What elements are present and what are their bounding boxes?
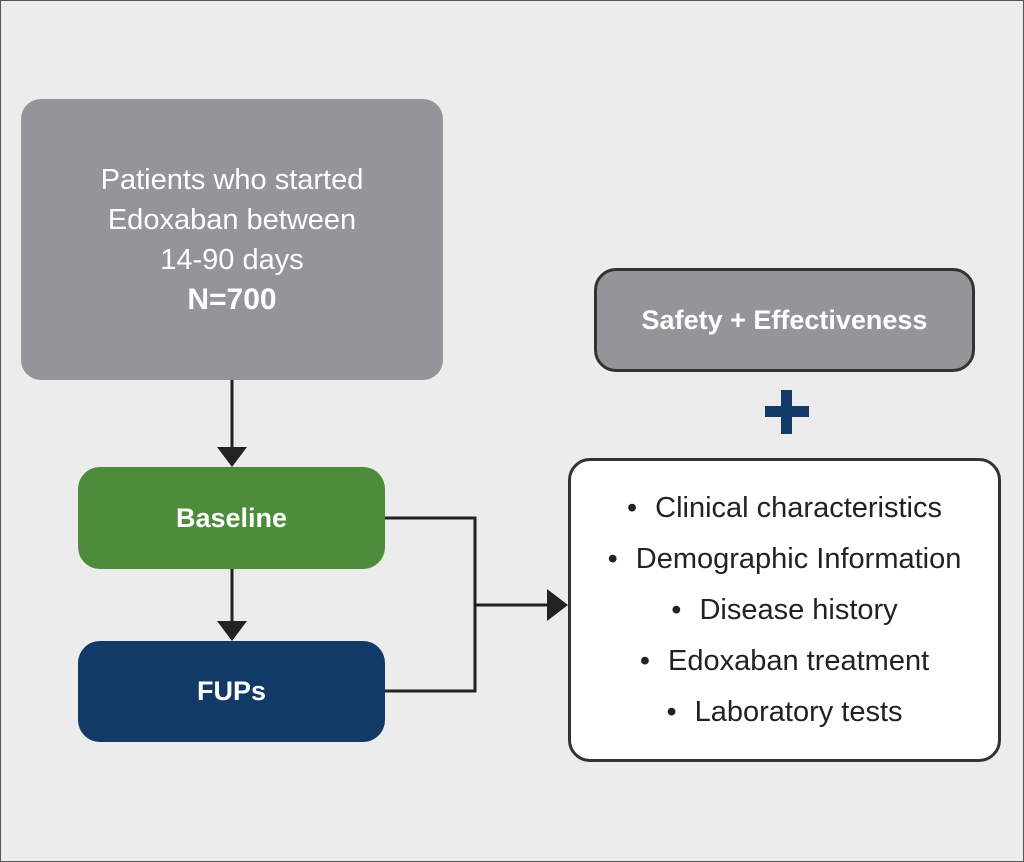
patients-line-2: Edoxaban between: [107, 203, 357, 236]
fups-box: FUPs: [78, 641, 385, 742]
variables-list: •Clinical characteristics •Demographic I…: [608, 483, 962, 738]
baseline-label: Baseline: [175, 502, 288, 533]
variable-item: •Clinical characteristics: [626, 491, 942, 524]
arrowhead-baseline: [217, 447, 247, 467]
plus-icon: [765, 390, 809, 434]
patients-count: N=700: [187, 282, 277, 316]
arrowhead-fups: [217, 621, 247, 641]
arrowhead-details: [547, 589, 568, 621]
safety-effectiveness-label: Safety + Effectiveness: [641, 304, 928, 335]
variable-item: •Demographic Information: [607, 542, 962, 575]
patients-box: Patients who started Edoxaban between 14…: [21, 99, 443, 380]
patients-line-1: Patients who started: [100, 163, 364, 196]
variable-item: •Disease history: [671, 593, 898, 626]
variable-item: •Laboratory tests: [666, 695, 903, 728]
variable-item: •Edoxaban treatment: [639, 644, 930, 677]
safety-effectiveness-box: Safety + Effectiveness: [594, 268, 975, 372]
fups-label: FUPs: [196, 676, 267, 706]
baseline-box: Baseline: [78, 467, 385, 569]
patients-line-3: 14-90 days: [160, 243, 304, 276]
bracket-line: [385, 516, 477, 693]
variables-box: •Clinical characteristics •Demographic I…: [568, 458, 1001, 762]
